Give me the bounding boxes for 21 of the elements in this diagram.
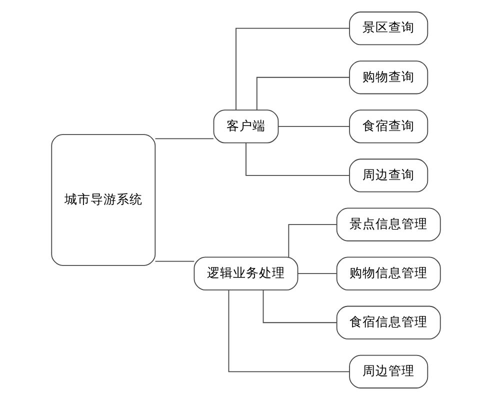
node-box: 城市导游系统 xyxy=(51,134,156,266)
connector xyxy=(297,273,338,274)
node-box: 食宿查询 xyxy=(349,110,428,144)
node-box: 购物查询 xyxy=(349,60,428,94)
node-box: 景区查询 xyxy=(349,12,428,46)
connector xyxy=(288,224,338,258)
connector xyxy=(154,138,214,140)
node-box: 周边管理 xyxy=(349,354,428,388)
connector xyxy=(262,290,337,324)
node-box: 食宿信息管理 xyxy=(336,306,441,340)
node-box: 逻辑业务处理 xyxy=(194,256,298,290)
node-box: 购物信息管理 xyxy=(336,256,441,290)
connector xyxy=(246,142,350,176)
connector xyxy=(154,260,195,262)
connector xyxy=(278,126,350,127)
connector xyxy=(236,28,350,110)
node-box: 客户端 xyxy=(213,110,279,144)
connector xyxy=(228,290,350,372)
connector xyxy=(256,76,350,110)
node-box: 景点信息管理 xyxy=(336,208,441,242)
node-box: 周边查询 xyxy=(349,158,428,192)
